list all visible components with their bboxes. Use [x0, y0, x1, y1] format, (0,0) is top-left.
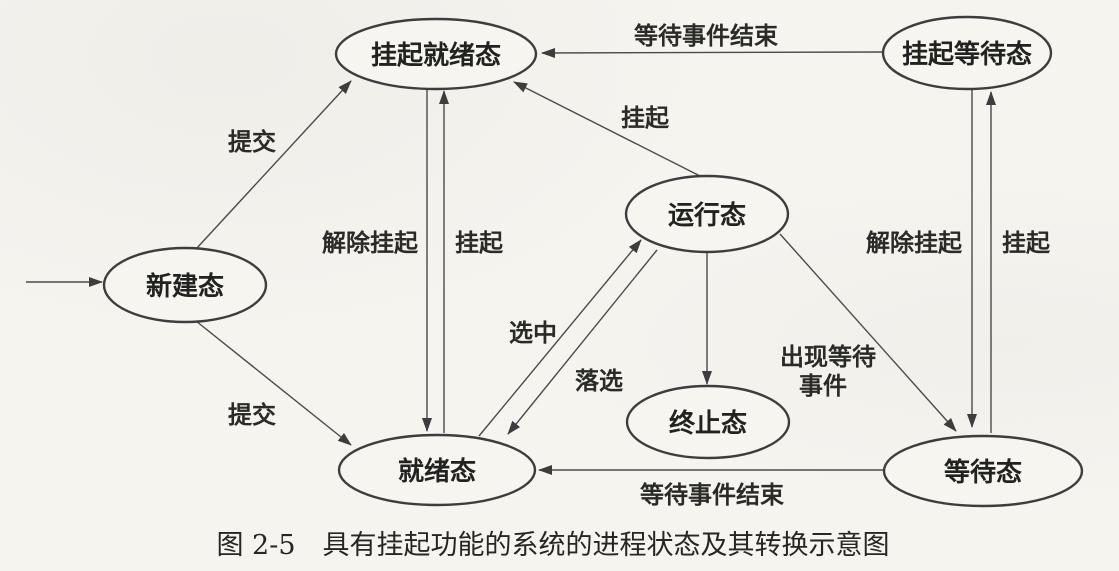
- wait-event-occur-label-line1: 出现等待: [780, 343, 876, 371]
- edge-preempt: [507, 249, 658, 435]
- suspend-wait-label: 挂起等待态: [902, 39, 1032, 70]
- admit-top-label: 提交: [228, 128, 276, 156]
- node-suspend-ready: 挂起就绪态: [334, 17, 538, 91]
- node-running: 运行态: [624, 174, 790, 254]
- terminated-label: 终止态: [669, 408, 747, 439]
- node-new: 新建态: [102, 246, 268, 324]
- edge-suspend-from-running: [513, 81, 701, 177]
- new-ellipse: [102, 246, 268, 324]
- edge-admit-to-ready: [195, 320, 352, 446]
- waiting-label: 等待态: [944, 457, 1022, 488]
- dispatch-label: 选中: [509, 319, 557, 347]
- unsuspend-right-label: 解除挂起: [866, 229, 963, 257]
- nodes-group: 挂起就绪态 挂起等待态 新建态 运行态 终止态 就绪态: [102, 15, 1084, 508]
- edges-group: [26, 47, 996, 475]
- edge-dispatch: [478, 239, 642, 437]
- unsuspend-left-label: 解除挂起: [322, 229, 419, 257]
- figure-caption: 图 2-5 具有挂起功能的系统的进程状态及其转换示意图: [216, 530, 889, 561]
- new-label: 新建态: [146, 271, 224, 302]
- suspend-right-label: 挂起: [1002, 229, 1051, 257]
- running-ellipse: [624, 174, 790, 254]
- ready-ellipse: [337, 433, 537, 507]
- wait-event-end-bottom-label: 等待事件结束: [640, 481, 785, 509]
- running-label: 运行态: [668, 200, 746, 231]
- suspend-left-label: 挂起: [455, 229, 504, 257]
- suspend-ready-label: 挂起就绪态: [371, 40, 501, 71]
- suspend-ready-ellipse: [334, 17, 538, 91]
- node-suspend-wait: 挂起等待态: [881, 15, 1053, 91]
- edge-wait-event-occur: [779, 233, 957, 432]
- waiting-ellipse: [882, 434, 1084, 508]
- wait-event-occur-label-line2: 事件: [799, 372, 847, 400]
- admit-bottom-label: 提交: [228, 401, 276, 429]
- preempt-label: 落选: [575, 367, 623, 395]
- terminated-ellipse: [625, 384, 791, 460]
- ready-label: 就绪态: [398, 456, 476, 487]
- wait-event-end-top-label: 等待事件结束: [634, 22, 779, 50]
- edge-admit-to-suspend-ready: [195, 80, 352, 250]
- node-ready: 就绪态: [337, 433, 537, 507]
- edge-labels-group: 提交 提交 等待事件结束 挂起 解除挂起 挂起 选中 落选 出现等待 事件 解除…: [228, 22, 1051, 509]
- edge-wait-event-end-top: [541, 47, 885, 58]
- suspend-from-running-label: 挂起: [621, 104, 670, 132]
- suspend-wait-ellipse: [881, 15, 1053, 91]
- node-terminated: 终止态: [625, 384, 791, 460]
- node-waiting: 等待态: [882, 434, 1084, 508]
